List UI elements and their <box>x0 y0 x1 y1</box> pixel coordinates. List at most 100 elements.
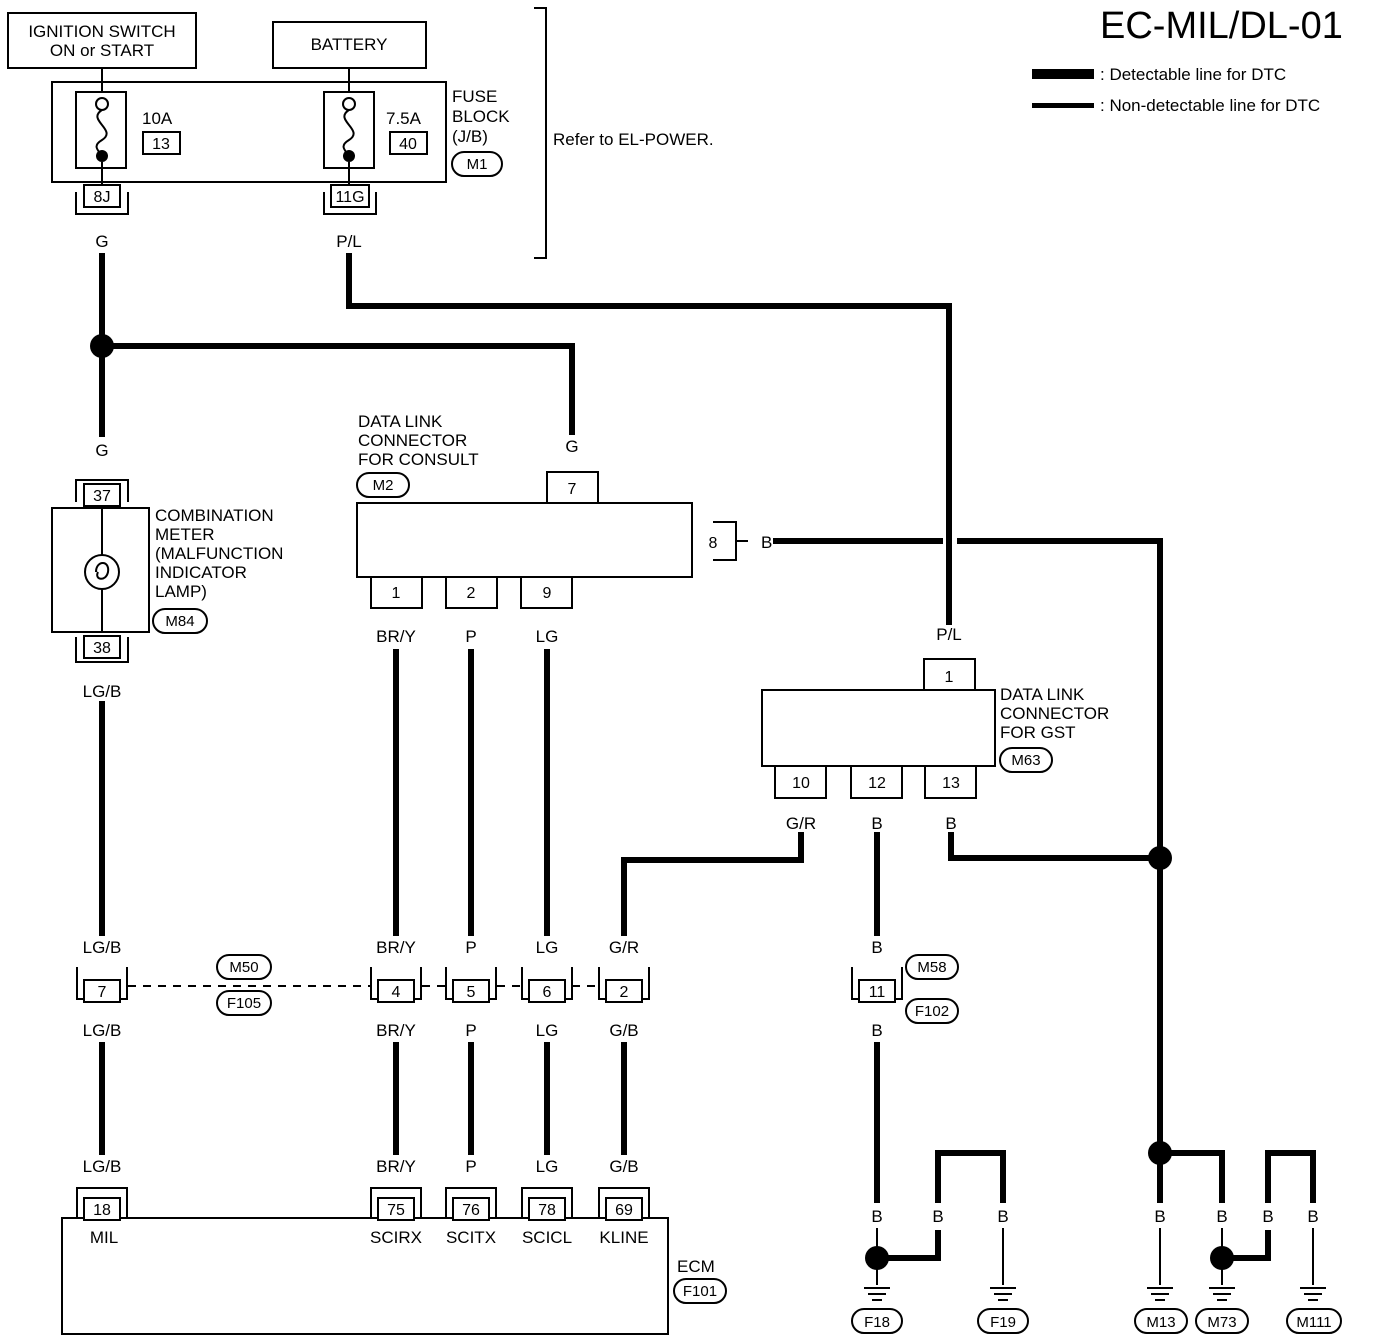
dlc-gst: 1 10 12 13 <box>761 658 996 799</box>
wire-color-labels: G P/L G G LG/B BR/Y P LG P/L B G/R B B L… <box>83 232 1319 1226</box>
dlc-consult: 7 8 1 2 9 <box>356 471 748 609</box>
svg-text:LG/B: LG/B <box>83 682 122 701</box>
ecm-terminal-scirx: SCIRX <box>370 1228 422 1247</box>
svg-text:B: B <box>871 938 882 957</box>
meter-label-line4: INDICATOR <box>155 563 247 582</box>
svg-text:LG/B: LG/B <box>83 1021 122 1040</box>
dlc-consult-pin-7: 7 <box>568 481 577 498</box>
dlc-gst-label-line3: FOR GST <box>1000 723 1076 742</box>
svg-text:LG: LG <box>536 1157 559 1176</box>
meter-label-line3: (MALFUNCTION <box>155 544 283 563</box>
fuse1-rating: 10A <box>142 109 173 128</box>
svg-text:P: P <box>465 627 476 646</box>
dlc-gst-label-line2: CONNECTOR <box>1000 704 1109 723</box>
svg-text:B: B <box>1262 1207 1273 1226</box>
meter-connector: M84 <box>165 613 194 630</box>
svg-text:76: 76 <box>462 1202 480 1219</box>
svg-text:B: B <box>1307 1207 1318 1226</box>
ground-icon <box>1209 1287 1235 1301</box>
svg-text:B: B <box>871 1207 882 1226</box>
ignition-label-line1: IGNITION SWITCH <box>28 22 175 41</box>
ground-labels: F18 F19 M13 M73 M111 <box>851 1308 1342 1334</box>
fuse-block-label-line2: BLOCK <box>452 107 510 126</box>
svg-text:P: P <box>465 1021 476 1040</box>
svg-text:18: 18 <box>93 1202 111 1219</box>
ecm-terminal-scitx: SCITX <box>446 1228 496 1247</box>
dlc-consult-label-line2: CONNECTOR <box>358 431 467 450</box>
svg-text:G/R: G/R <box>609 938 639 957</box>
svg-text:G: G <box>95 232 108 251</box>
svg-text:2: 2 <box>620 984 629 1001</box>
svg-text:LG: LG <box>536 627 559 646</box>
harness-f102-label: F102 <box>915 1003 949 1020</box>
fuse1-number: 13 <box>152 136 170 153</box>
ground-icon <box>1300 1287 1326 1301</box>
legend-detectable-label: : Detectable line for DTC <box>1100 65 1286 84</box>
fuse-block-pin-11g: 11G <box>323 184 377 215</box>
ecm-terminal-mil: MIL <box>90 1228 118 1247</box>
svg-text:G: G <box>565 437 578 456</box>
ecm-terminal-kline: KLINE <box>599 1228 648 1247</box>
harness-f105-label: F105 <box>227 995 261 1012</box>
refer-bracket <box>534 7 547 259</box>
harness-pins: 7 4 5 6 2 11 <box>76 967 903 1003</box>
fuse-block: 10A 13 7.5A 40 <box>51 68 447 192</box>
detectable-wires <box>99 253 1316 1261</box>
svg-text:6: 6 <box>543 984 552 1001</box>
dlc-gst-pin-1: 1 <box>945 669 954 686</box>
legend-non-detectable-label: : Non-detectable line for DTC <box>1100 96 1320 115</box>
fuse2-number: 40 <box>399 136 417 153</box>
mil-lamp-icon <box>84 554 120 590</box>
dlc-gst-pin-12: 12 <box>868 775 886 792</box>
dlc-gst-connector: M63 <box>1011 752 1040 769</box>
dlc-consult-pin-9: 9 <box>543 585 552 602</box>
svg-text:B: B <box>945 814 956 833</box>
svg-text:BR/Y: BR/Y <box>376 627 416 646</box>
svg-text:G/B: G/B <box>609 1021 638 1040</box>
fuse-block-pin-8j: 8J <box>75 184 129 215</box>
dlc-consult-pin-1: 1 <box>392 585 401 602</box>
fuse-10a <box>75 91 127 192</box>
battery-label: BATTERY <box>311 35 388 54</box>
harness-m58-label: M58 <box>917 959 946 976</box>
splice-dot-ground-f18 <box>865 1246 889 1270</box>
dlc-consult-connector: M2 <box>373 477 394 494</box>
meter-label-line1: COMBINATION <box>155 506 274 525</box>
legend-detectable-swatch <box>1032 69 1094 79</box>
svg-text:B: B <box>1154 1207 1165 1226</box>
ground-m73: M73 <box>1207 1314 1236 1331</box>
svg-text:11: 11 <box>869 984 886 1001</box>
splice-dot-ground-m73 <box>1210 1246 1234 1270</box>
harness-m50-label: M50 <box>229 959 258 976</box>
svg-text:B: B <box>871 814 882 833</box>
svg-text:8J: 8J <box>94 189 111 206</box>
svg-text:LG: LG <box>536 938 559 957</box>
svg-text:P/L: P/L <box>936 625 962 644</box>
dlc-gst-pin-13: 13 <box>942 775 960 792</box>
battery: BATTERY <box>272 21 427 69</box>
dlc-gst-label-line1: DATA LINK <box>1000 685 1085 704</box>
dlc-gst-pin-10: 10 <box>792 775 810 792</box>
svg-text:P/L: P/L <box>336 232 362 251</box>
svg-text:G/B: G/B <box>609 1157 638 1176</box>
meter-label-line2: METER <box>155 525 215 544</box>
ignition-label-line2: ON or START <box>50 41 154 60</box>
svg-text:LG: LG <box>536 1021 559 1040</box>
wire-stubs <box>876 1228 1314 1285</box>
svg-text:LG/B: LG/B <box>83 1157 122 1176</box>
svg-text:B: B <box>997 1207 1008 1226</box>
ground-f19: F19 <box>990 1314 1016 1331</box>
meter-label-line5: LAMP) <box>155 582 207 601</box>
fuse-block-connector: M1 <box>467 156 488 173</box>
svg-text:7: 7 <box>98 984 107 1001</box>
dlc-consult-label-line1: DATA LINK <box>358 412 443 431</box>
ecm-terminal-scicl: SCICL <box>522 1228 572 1247</box>
dlc-consult-pin-8: 8 <box>709 535 718 552</box>
ground-m13: M13 <box>1146 1314 1175 1331</box>
svg-text:P: P <box>465 938 476 957</box>
splice-dot-gst-ground <box>1148 846 1172 870</box>
fuse-7-5a <box>323 91 375 192</box>
meter-pin-38: 38 <box>93 640 111 657</box>
ground-icon <box>864 1287 890 1301</box>
